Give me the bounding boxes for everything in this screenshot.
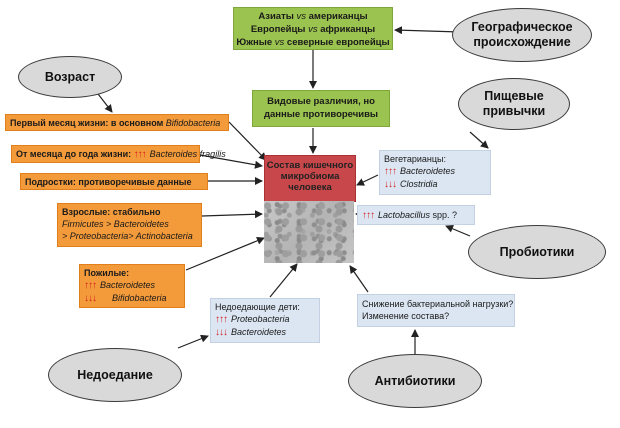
down-arrows-icon: ↓↓↓ xyxy=(384,179,397,190)
up-arrows-icon: ↑↑↑ xyxy=(362,210,375,221)
species-line-2: данные противоречивы xyxy=(263,109,379,120)
antibiotic-line-1: Снижение бактериальной нагрузки? xyxy=(362,299,514,309)
antibiotic-effect-box: Снижение бактериальной нагрузки? Изменен… xyxy=(357,294,515,327)
adults-line-2: Firmicutes > Bacteroidetes xyxy=(62,219,169,229)
geo-line-1: Азиаты vs американцы xyxy=(258,11,368,22)
oval-undernutrition: Недоедание xyxy=(48,348,182,402)
up-arrows-icon: ↑↑↑ xyxy=(84,280,97,291)
arrow-elderly-to-center xyxy=(185,236,265,271)
oval-diet-habits: Пищевые привычки xyxy=(458,78,570,130)
oval-undernutrition-label: Недоедание xyxy=(77,367,153,382)
arrow-undernourished-to-center xyxy=(269,263,298,298)
oval-age: Возраст xyxy=(18,56,122,98)
age-first-month-box: Первый месяц жизни: в основном Bifidobac… xyxy=(5,114,229,131)
oval-geo-label: Географическое происхождение xyxy=(471,20,573,49)
arrow-vegetarians-to-center xyxy=(356,174,379,186)
undernourished-title: Недоедающие дети: xyxy=(215,302,300,312)
arrow-adults-to-center xyxy=(201,210,263,219)
oval-antibiotics: Антибиотики xyxy=(348,354,482,408)
arrow-probiotics-to-lactobacillus xyxy=(445,225,471,237)
up-arrows-icon: ↑↑↑ xyxy=(215,314,228,325)
lactobacillus-box: ↑↑↑Lactobacillus spp. ? xyxy=(357,205,475,225)
vegetarians-title: Вегетарианцы: xyxy=(384,154,446,164)
arrow-antibiotic-box-to-center xyxy=(349,265,369,293)
age-month-to-year-box: От месяца до года жизни: ↑↑↑Bacteroides … xyxy=(11,145,226,163)
age-adults-box: Взрослые: стабильно Firmicutes > Bactero… xyxy=(57,203,202,247)
arrow-first-month-to-center xyxy=(228,121,267,161)
center-line-1: Состав кишечного xyxy=(266,160,354,171)
oval-geographic-origin: Географическое происхождение xyxy=(452,8,592,62)
gut-microbiome-composition-box: Состав кишечного микробиома человека xyxy=(264,155,356,202)
center-line-2: микробиома xyxy=(280,171,340,182)
oval-diet-label: Пищевые привычки xyxy=(482,89,546,118)
oval-probiotics: Пробиотики xyxy=(468,225,606,279)
microbiome-micrograph-image xyxy=(264,201,354,263)
down-arrows-icon: ↓↓↓ xyxy=(84,293,97,304)
oval-probiotics-label: Пробиотики xyxy=(499,244,575,259)
undernourished-children-box: Недоедающие дети: ↑↑↑Proteobacteria ↓↓↓B… xyxy=(210,298,320,343)
down-arrows-icon: ↓↓↓ xyxy=(215,327,228,338)
arrow-diet-to-vegetarians xyxy=(469,131,489,149)
species-differences-box: Видовые различия, но данные противоречив… xyxy=(252,90,390,127)
species-line-1: Видовые различия, но xyxy=(267,96,375,107)
geo-comparison-box: Азиаты vs американцы Европейцы vs африка… xyxy=(233,7,393,50)
arrow-undernutrition-to-box xyxy=(177,334,209,349)
center-line-3: человека xyxy=(288,182,332,193)
adults-title: Взрослые: стабильно xyxy=(62,207,161,217)
geo-line-2: Европейцы vs африканцы xyxy=(250,24,376,35)
oval-age-label: Возраст xyxy=(44,69,96,84)
arrow-month-year-to-center xyxy=(199,154,263,169)
adults-line-3: > Proteobacteria> Actinobacteria xyxy=(62,231,193,241)
oval-antibiotics-label: Антибиотики xyxy=(374,373,456,388)
age-elderly-box: Пожилые: ↑↑↑Bacteroidetes ↓↓↓Bifidobacte… xyxy=(79,264,185,308)
geo-line-3: Южные vs северные европейцы xyxy=(236,37,390,48)
up-arrows-icon: ↑↑↑ xyxy=(384,166,397,177)
age-teens-box: Подростки: противоречивые данные xyxy=(20,173,208,190)
antibiotic-line-2: Изменение состава? xyxy=(362,311,450,321)
elderly-title: Пожилые: xyxy=(84,268,130,278)
arrow-geo-origin-to-geo-box xyxy=(394,26,461,35)
vegetarians-box: Вегетарианцы: ↑↑↑Bacteroidetes ↓↓↓Clostr… xyxy=(379,150,491,195)
up-arrows-icon: ↑↑↑ xyxy=(133,149,147,160)
